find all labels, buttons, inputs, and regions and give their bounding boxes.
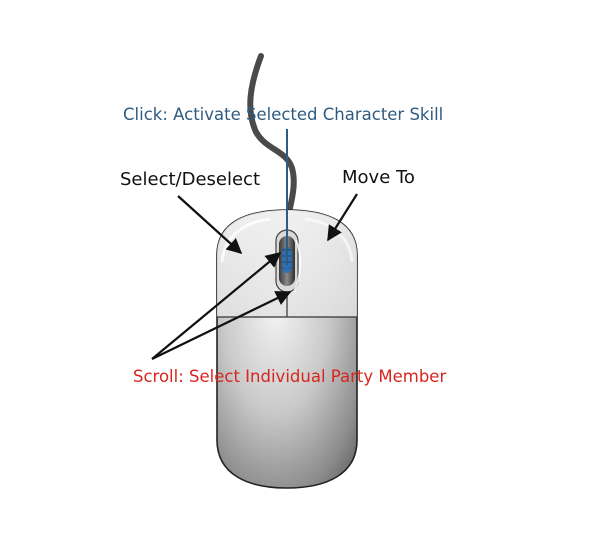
scroll-arrow-lower <box>151 291 292 360</box>
scroll-arrow-upper <box>151 252 282 360</box>
click-label: Click: Activate Selected Character Skill <box>123 105 444 124</box>
move-arrow <box>327 193 358 242</box>
scroll-wheel[interactable] <box>275 229 302 293</box>
mouse-cable <box>247 53 297 221</box>
scroll-label: Scroll: Select Individual Party Member <box>133 367 447 386</box>
click-pointer-dot <box>284 265 290 271</box>
select-arrow <box>177 195 243 255</box>
select-deselect-label: Select/Deselect <box>120 169 261 190</box>
move-to-label: Move To <box>342 167 415 188</box>
